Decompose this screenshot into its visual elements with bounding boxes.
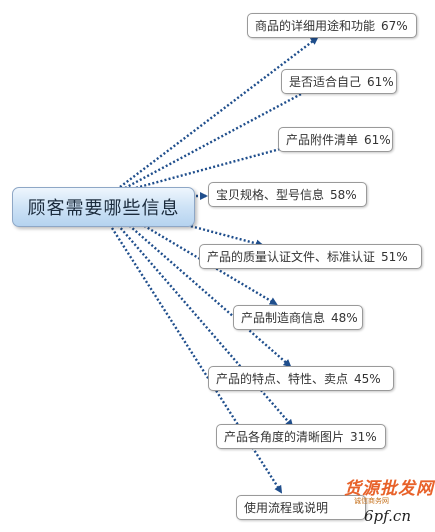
node-percent: 51% <box>381 249 408 264</box>
node-label: 产品的特点、特性、卖点 <box>216 372 349 386</box>
watermark-logo: 货源批发网 诚信商务网 6pf.cn <box>344 474 435 532</box>
node-percent: 48% <box>331 310 358 325</box>
node-usage-function[interactable]: 商品的详细用途和功能 67% <box>247 13 417 38</box>
node-percent: 61% <box>364 132 391 147</box>
node-features-selling-points[interactable]: 产品的特点、特性、卖点 45% <box>208 366 394 391</box>
node-usage-instructions[interactable]: 使用流程或说明 <box>236 495 366 520</box>
node-percent: 58% <box>330 187 357 202</box>
watermark-domain: 6pf.cn <box>364 507 411 525</box>
node-label: 产品制造商信息 <box>241 311 326 325</box>
connector-arrow <box>127 142 297 192</box>
node-percent: 45% <box>354 371 381 386</box>
node-label: 商品的详细用途和功能 <box>255 19 376 33</box>
connector-arrow <box>124 83 320 190</box>
node-label: 使用流程或说明 <box>244 501 329 515</box>
node-percent: 67% <box>381 18 408 33</box>
node-label: 产品各角度的清晰图片 <box>224 430 345 444</box>
central-topic-label: 顾客需要哪些信息 <box>27 198 180 219</box>
node-specs-model[interactable]: 宝贝规格、型号信息 58% <box>208 182 367 207</box>
node-label: 宝贝规格、型号信息 <box>216 188 325 202</box>
watermark-title: 货源批发网 <box>344 479 434 499</box>
node-percent: 61% <box>367 74 394 89</box>
node-label: 是否适合自己 <box>289 75 362 89</box>
node-suitability[interactable]: 是否适合自己 61% <box>281 69 397 94</box>
node-accessories-list[interactable]: 产品附件清单 61% <box>278 127 393 152</box>
node-label: 产品附件清单 <box>286 133 359 147</box>
connector-arrow <box>119 36 319 188</box>
watermark-subtitle: 诚信商务网 <box>354 497 389 505</box>
connector-arrow <box>122 219 292 368</box>
node-quality-certification[interactable]: 产品的质量认证文件、标准认证 51% <box>199 244 422 269</box>
node-label: 产品的质量认证文件、标准认证 <box>207 250 376 264</box>
central-topic[interactable]: 顾客需要哪些信息 <box>12 187 195 227</box>
node-percent: 31% <box>350 429 377 444</box>
node-manufacturer-info[interactable]: 产品制造商信息 48% <box>233 305 363 330</box>
node-clear-pictures[interactable]: 产品各角度的清晰图片 31% <box>216 424 386 449</box>
